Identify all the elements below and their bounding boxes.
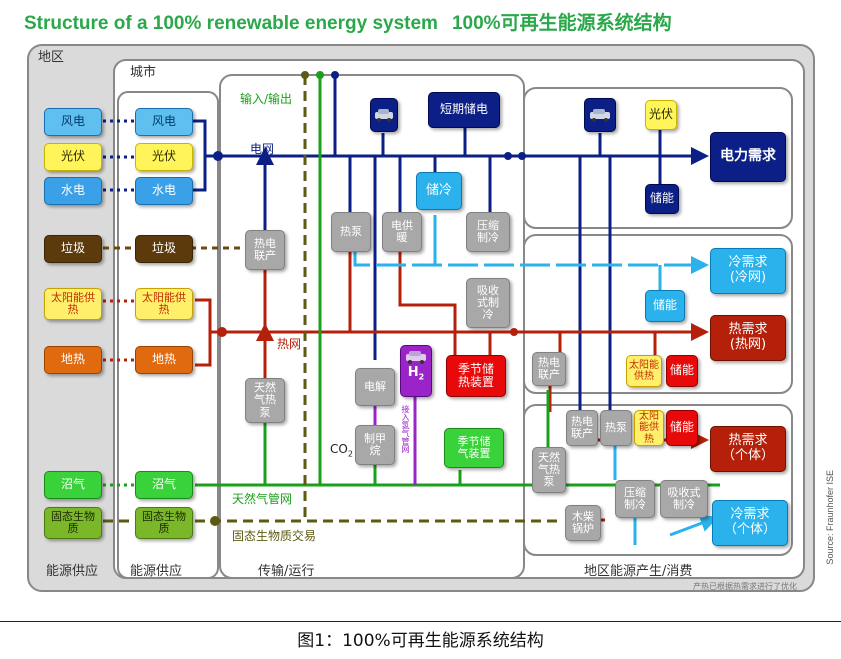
- electrolysis-node: 电解: [355, 368, 395, 406]
- city-supply-label: 能源供应: [130, 564, 183, 579]
- heat-demand-individual-node: 热需求 （个体）: [710, 426, 786, 472]
- source-credit: Source: Fraunhofer ISE: [825, 470, 835, 565]
- cold-demand-individual-node: 冷需求 （个体）: [712, 500, 788, 546]
- local-chp2-node: 热电 联产: [566, 410, 598, 446]
- local-solar-heat-node: 太阳能 供热: [626, 355, 662, 387]
- local-compression-chiller-node: 压缩 制冷: [615, 480, 655, 518]
- city-pv: 光伏: [135, 143, 193, 171]
- city-wind: 风电: [135, 108, 193, 136]
- source-biogas: 沼气: [44, 471, 102, 499]
- h2-label: H: [407, 365, 419, 380]
- co2-label: CO2: [330, 442, 353, 458]
- caption-rule: [0, 621, 841, 622]
- region-city-label: 城市: [130, 65, 157, 80]
- note-text: 产热已根据热需求进行了优化: [693, 582, 797, 591]
- compression-chiller-node: 压缩 制冷: [466, 212, 510, 252]
- car-icon: [370, 98, 398, 132]
- local-heat-storage-node: 储能: [666, 355, 698, 387]
- local-pv-node: 光伏: [645, 100, 677, 130]
- local-storage-node: 储能: [645, 184, 679, 214]
- source-hydro: 水电: [44, 177, 102, 205]
- gas-grid-label: 天然气管网: [232, 492, 293, 506]
- source-waste: 垃圾: [44, 235, 102, 263]
- biomass-trade-label: 固态生物质交易: [232, 529, 317, 543]
- city-biogas: 沼气: [135, 471, 193, 499]
- source-wind: 风电: [44, 108, 102, 136]
- methanation-node: 制甲 烷: [355, 425, 395, 465]
- io-label: 输入/输出: [240, 92, 293, 106]
- local-storage2-node: 储能: [666, 410, 698, 446]
- local-absorption-chiller-node: 吸收式 制冷: [660, 480, 708, 518]
- city-hydro: 水电: [135, 177, 193, 205]
- wood-boiler-node: 木柴 锅炉: [565, 505, 601, 541]
- short-term-storage-node: 短期储电: [428, 92, 500, 128]
- heat-pump-node: 热泵: [331, 212, 371, 252]
- co2-text: CO: [330, 442, 348, 456]
- title-cn: 100%可再生能源系统结构: [451, 13, 672, 34]
- seasonal-gas-storage-node: 季节储 气装置: [444, 428, 504, 468]
- cold-storage-node: 储冷: [416, 172, 462, 210]
- grid-label: 电网: [250, 142, 275, 156]
- car-icon: [584, 98, 616, 132]
- electric-heating-node: 电供 暖: [382, 212, 422, 252]
- transport-label: 传输/运行: [258, 564, 315, 579]
- gas-heat-pump-node: 天然 气热 泵: [245, 378, 285, 423]
- seasonal-heat-storage-node: 季节储 热装置: [446, 355, 506, 397]
- source-solid-biomass: 固态生物 质: [44, 507, 102, 539]
- chp-node: 热电 联产: [245, 230, 285, 270]
- source-pv: 光伏: [44, 143, 102, 171]
- figure-caption: 图1：100%可再生能源系统结构: [297, 631, 544, 651]
- co2-subscript: 2: [347, 449, 353, 459]
- source-geothermal: 地热: [44, 346, 102, 374]
- h2-subscript: 2: [418, 372, 425, 382]
- heat-demand-grid-node: 热需求 (热网): [710, 315, 786, 361]
- cold-demand-grid-node: 冷需求 (冷网): [710, 248, 786, 294]
- local-solar-heat2-node: 太阳 能供 热: [634, 410, 664, 446]
- local-cold-storage-node: 储能: [645, 290, 685, 322]
- city-solar-heat: 太阳能供 热: [135, 288, 193, 320]
- city-waste: 垃圾: [135, 235, 193, 263]
- local-label: 地区能源产生/消费: [584, 564, 693, 579]
- city-geothermal: 地热: [135, 346, 193, 374]
- heat-grid-label: 热网: [277, 337, 302, 351]
- city-solid-biomass: 固态生物 质: [135, 507, 193, 539]
- source-solar-heat: 太阳能供 热: [44, 288, 102, 320]
- local-chp-node: 热电 联产: [532, 352, 566, 386]
- power-demand-node: 电力需求: [710, 132, 786, 182]
- page-title: Structure of a 100% renewable energy sys…: [24, 8, 672, 35]
- local-heat-pump-node: 热泵: [600, 410, 632, 446]
- region-area-label: 地区: [38, 50, 65, 65]
- energy-supply-label: 能源供应: [46, 564, 99, 579]
- title-en: Structure of a 100% renewable energy sys…: [24, 13, 438, 34]
- absorption-chiller-node: 吸收 式制 冷: [466, 278, 510, 328]
- h2-car-icon: H2: [400, 345, 432, 397]
- local-gas-heat-pump-node: 天然 气热 泵: [532, 447, 566, 493]
- h2-pipe-label: 接入氢气管网: [401, 405, 410, 453]
